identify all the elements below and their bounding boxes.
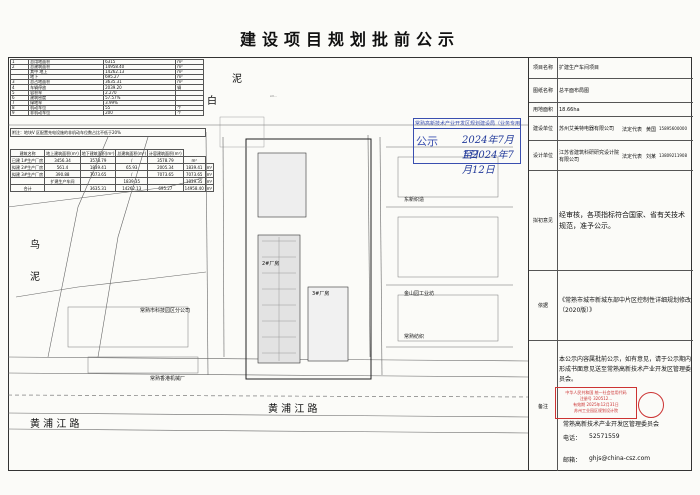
building-table: 建筑名称地上建筑面积(m²)地下建筑面积(m²)总建筑面积(m²)计容建筑面积(… [9, 149, 215, 192]
email-value: ghjs@china-csz.com [589, 455, 651, 462]
building-cell: 3635.31 [79, 184, 117, 192]
land-area-value: 18.66ha [559, 106, 580, 113]
phone2-value: 13809211908 [659, 153, 687, 158]
stamp-date-start: 2024年7月1日 [462, 135, 514, 161]
row-builder: 建设单位 苏州艾美特电器有限公司 法定代表 黄国 15895600000 [529, 117, 693, 141]
map-label-factory-right2: 常熟纺织 [404, 334, 425, 340]
designer-value: 江苏省建筑科研研究设计院有限公司 [559, 149, 620, 163]
project-name-value: 扩建生产车间项目 [559, 65, 600, 71]
building-cell: 14958.40 [182, 184, 206, 192]
building-cell: m² [204, 184, 215, 192]
design-qualification-stamp: 中华人民共和国 统一社会信用代码 注册号 320512... 有效期 2025年… [555, 387, 637, 419]
map-label-east-factory: 东新织造 [404, 197, 425, 203]
row-opinion: 拟初意见 经审核，各项指标符合国家、省有关技术规范，准予公示。 [529, 171, 693, 271]
stats-cell: 9 [9, 109, 30, 117]
phone1-value: 15895600000 [659, 126, 687, 131]
row-project-name: 项目名称 扩建生产车间项目 [529, 57, 693, 79]
notice-text: 本公示内容属批前公示，如有意见，请于公示期内形成书面意见送至常熟高新技术产业开发… [559, 356, 692, 383]
land-area-label: 用地面积 [529, 103, 558, 116]
authority-name: 常熟高新技术产业开发区管理委员会 [563, 421, 660, 428]
building-3 [307, 286, 349, 362]
drawing-name-value: 总平面布局图 [559, 88, 590, 94]
map-label-factory-right: 金山园工业坊 [404, 291, 435, 297]
road-label-main: 黄 浦 江 路 [268, 404, 318, 415]
svg-text:x=...: x=... [270, 94, 277, 98]
drawing-name-label: 图纸名称 [529, 79, 558, 102]
site-boundary [245, 138, 372, 380]
drawing-frame [8, 57, 692, 471]
road-label-left: 黄 浦 江 路 [30, 419, 80, 430]
legal-rep2-value: 刘某 [646, 154, 657, 160]
red-stamp-line3: 有效期 2025年12月31日 [573, 402, 619, 407]
red-stamp-line2: 注册号 320512... [579, 396, 613, 401]
map-label-company-2: 常熟香港机械厂 [150, 376, 186, 382]
builder-label: 建设单位 [529, 117, 558, 140]
red-seal-icon [638, 392, 664, 418]
designer-label: 设计单位 [529, 141, 558, 170]
tel-label: 电话： [563, 435, 582, 442]
stamp-header: 常熟高新技术产业开发区规划建设局（业务专用章） [414, 121, 520, 129]
builder-value: 苏州艾美特电器有限公司 [559, 126, 615, 132]
legal-rep-value: 黄国 [646, 127, 657, 133]
red-stamp-line4: 苏州工业园区规划设计院 [574, 408, 618, 413]
building-cell: 合计 [9, 184, 46, 192]
notice-label: 备注 [529, 341, 558, 471]
basis-label: 依据 [529, 271, 558, 340]
project-name-label: 项目名称 [529, 57, 558, 78]
email-label: 邮箱： [563, 457, 582, 464]
opinion-text: 经审核，各项指标符合国家、省有关技术规范，准予公示。 [559, 210, 685, 230]
map-label-building-2: 2#厂房 [262, 261, 280, 267]
map-label-building-3: 3#厂房 [312, 291, 330, 297]
basis-text: 《常熟市城市新城东部中片区控制性详细规划修改（2020版）》 [559, 296, 692, 314]
red-stamp-line1: 中华人民共和国 统一社会信用代码 [565, 390, 627, 395]
row-notice: 备注 本公示内容属批前公示，如有意见，请于公示期内形成书面意见送至常熟高新技术产… [529, 341, 693, 471]
map-label-white: 白 [207, 96, 217, 107]
statistics-note: 附注：地块V 区配置充电设施的非机动车位数占比不低于20% [10, 128, 206, 137]
legal-rep2-label: 法定代表 [622, 154, 643, 160]
legal-rep-label: 法定代表 [622, 127, 643, 133]
site-plan: x=... [8, 94, 528, 434]
row-land-area: 用地面积 18.66ha [529, 103, 693, 117]
page-title: 建设项目规划批前公示 [239, 30, 460, 49]
stamp-text: 公示 [416, 135, 438, 148]
map-label-canal-mud: 泥 [30, 272, 40, 283]
stats-cell: 200 [103, 109, 177, 117]
map-label-mud: 泥 [232, 74, 242, 85]
row-designer: 设计单位 江苏省建筑科研研究设计院有限公司 法定代表 刘某 1380921190… [529, 141, 693, 171]
info-panel: 项目名称 扩建生产车间项目 图纸名称 总平面布局图 用地面积 18.66ha 建… [528, 57, 693, 471]
building-1 [257, 152, 307, 218]
row-basis: 依据 《常熟市城市新城东部中片区控制性详细规划修改（2020版）》 [529, 271, 693, 341]
map-label-company-1: 常熟市科技园区分公司 [140, 308, 191, 314]
map-label-canal: 鸟 [30, 240, 40, 251]
opinion-label: 拟初意见 [529, 171, 558, 270]
stats-cell: 个 [175, 109, 204, 117]
approval-stamp: 常熟高新技术产业开发区规划建设局（业务专用章） 公示 2024年7月1日 至20… [413, 118, 521, 176]
stamp-date-end: 至2024年7月12日 [462, 150, 514, 176]
row-drawing-name: 图纸名称 总平面布局图 [529, 79, 693, 103]
tel-value: 52571559 [589, 433, 620, 440]
